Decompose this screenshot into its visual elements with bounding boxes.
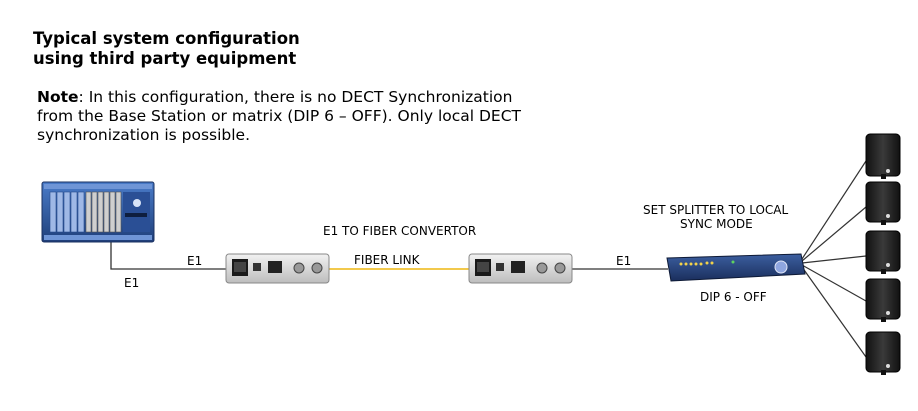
converter-title-label: E1 TO FIBER CONVERTOR bbox=[323, 224, 477, 238]
note-text: Note: In this configuration, there is no… bbox=[37, 88, 557, 145]
dect-antenna-5 bbox=[865, 331, 901, 375]
base-station-rack bbox=[41, 181, 155, 243]
fiber-link-label: FIBER LINK bbox=[354, 253, 420, 267]
title-line-1: Typical system configuration bbox=[33, 29, 300, 48]
dect-antenna-2 bbox=[865, 181, 901, 225]
dect-antenna-3 bbox=[865, 230, 901, 274]
fiber-converter-right bbox=[468, 253, 573, 284]
note-label: Note bbox=[37, 88, 79, 106]
dip-setting-label: DIP 6 - OFF bbox=[700, 290, 767, 304]
e1-label-left-bottom: E1 bbox=[124, 276, 140, 290]
e1-label-right: E1 bbox=[616, 254, 632, 268]
dect-antenna-1 bbox=[865, 133, 901, 179]
splitter-label-line-2: SYNC MODE bbox=[680, 217, 753, 231]
note-line-1: : In this configuration, there is no DEC… bbox=[78, 88, 513, 106]
antenna-cables bbox=[801, 160, 867, 358]
note-line-2: from the Base Station or matrix (DIP 6 –… bbox=[37, 107, 522, 125]
e1-line-left bbox=[110, 240, 228, 270]
fiber-converter-left bbox=[225, 253, 330, 284]
splitter-label-line-1: SET SPLITTER TO LOCAL bbox=[643, 203, 789, 217]
diagram-title: Typical system configuration using third… bbox=[33, 29, 300, 69]
dect-antenna-4 bbox=[865, 278, 901, 322]
sync-splitter bbox=[666, 253, 806, 282]
title-line-2: using third party equipment bbox=[33, 49, 297, 68]
e1-label-left-top: E1 bbox=[187, 254, 203, 268]
note-line-3: synchronization is possible. bbox=[37, 126, 251, 144]
